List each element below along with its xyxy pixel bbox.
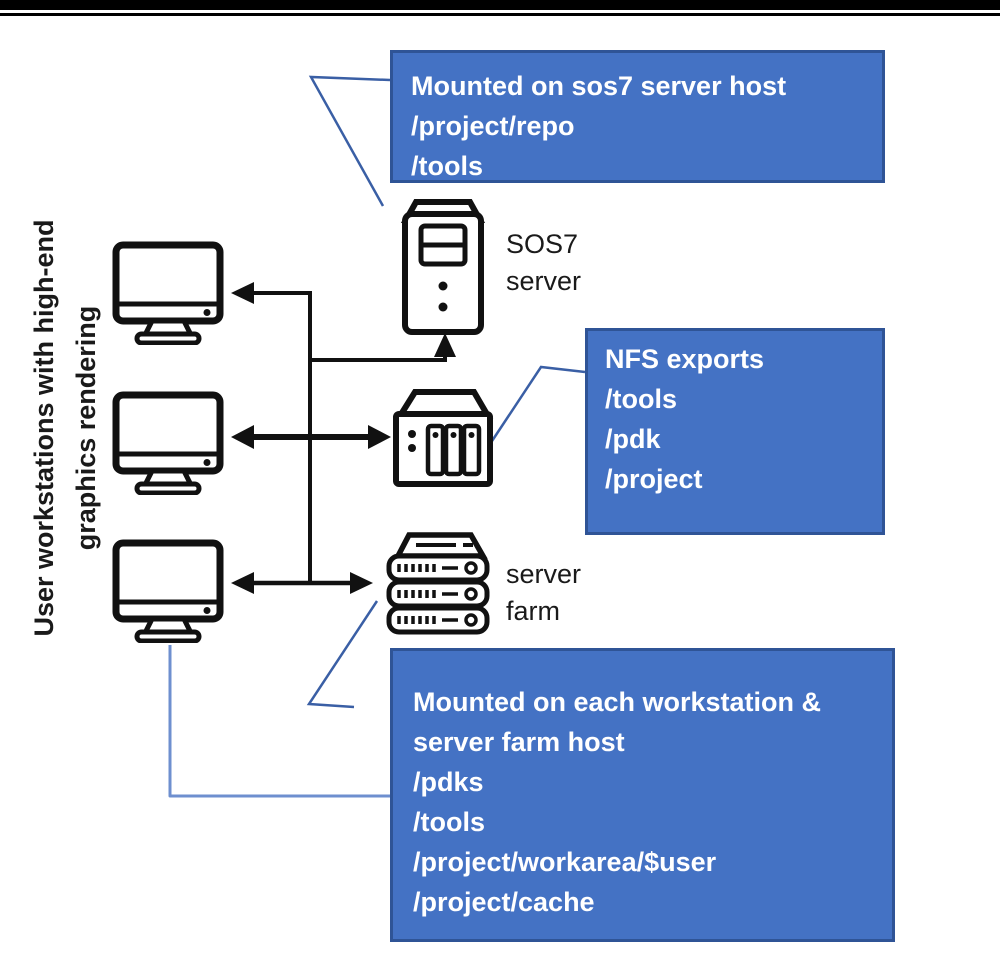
rack-unit [386,579,490,609]
callout-nfs-exports: NFS exports/tools/pdk/project [585,328,885,535]
arrow-to-sos7-server [310,333,456,362]
slide-top-border [0,13,1000,16]
callout-text-line: Mounted on each workstation & [413,687,822,717]
sos7-server-icon [400,199,486,335]
callout-text-line: NFS exports [605,344,765,374]
arrow-to-workstation-1 [231,282,310,304]
server-farm-icon [386,532,490,635]
leader-sos7-callout [308,75,391,207]
callout-text-line: /tools [413,807,485,837]
leader-workstation-callout [306,600,379,709]
callout-text-line: /pdk [605,424,661,454]
workstation-icon [112,391,224,495]
rack-unit [386,605,490,635]
drive-bay [443,423,464,477]
workstation-icon [112,539,224,643]
workstation-icon [112,241,224,345]
callout-text-line: /tools [605,384,677,414]
callout-workstation-mounts: Mounted on each workstation & server farm… [390,648,895,942]
rack-unit [386,553,490,583]
server-farm-label: server farm [506,559,582,626]
drive-bay [461,423,482,477]
callout-text-line: /tools [411,151,483,181]
arrow-workstation-3-farm [231,572,373,594]
callout-text-line: /project [605,464,703,494]
power-led-dot [203,459,211,466]
callout-text-line: server farm host [413,727,625,757]
callout-text-line: /project/cache [413,887,595,917]
monitor-base [134,629,202,643]
monitor-base [134,331,202,345]
callout-sos7-mounts: Mounted on sos7 server host/project/repo… [390,50,885,183]
leader-nfs-callout [490,365,586,442]
callout-text-line: /project/repo [411,111,575,141]
elbow-workstation-to-callout [168,645,390,798]
sos7-server-label: SOS7 server [506,229,582,296]
monitor-base [134,481,202,495]
callout-text-line: /pdks [413,767,484,797]
nas-storage-icon [393,389,494,487]
drive-bay [425,423,446,477]
power-led-dot [203,607,211,614]
arrow-workstation-2-nas [231,425,391,449]
window-top-bar [0,0,1000,10]
callout-text-line: Mounted on sos7 server host [411,71,787,101]
callout-text-line: /project/workarea/$user [413,847,717,877]
power-led-dot [203,309,211,316]
workstations-group-label: User workstations with high-end graphics… [29,219,101,637]
